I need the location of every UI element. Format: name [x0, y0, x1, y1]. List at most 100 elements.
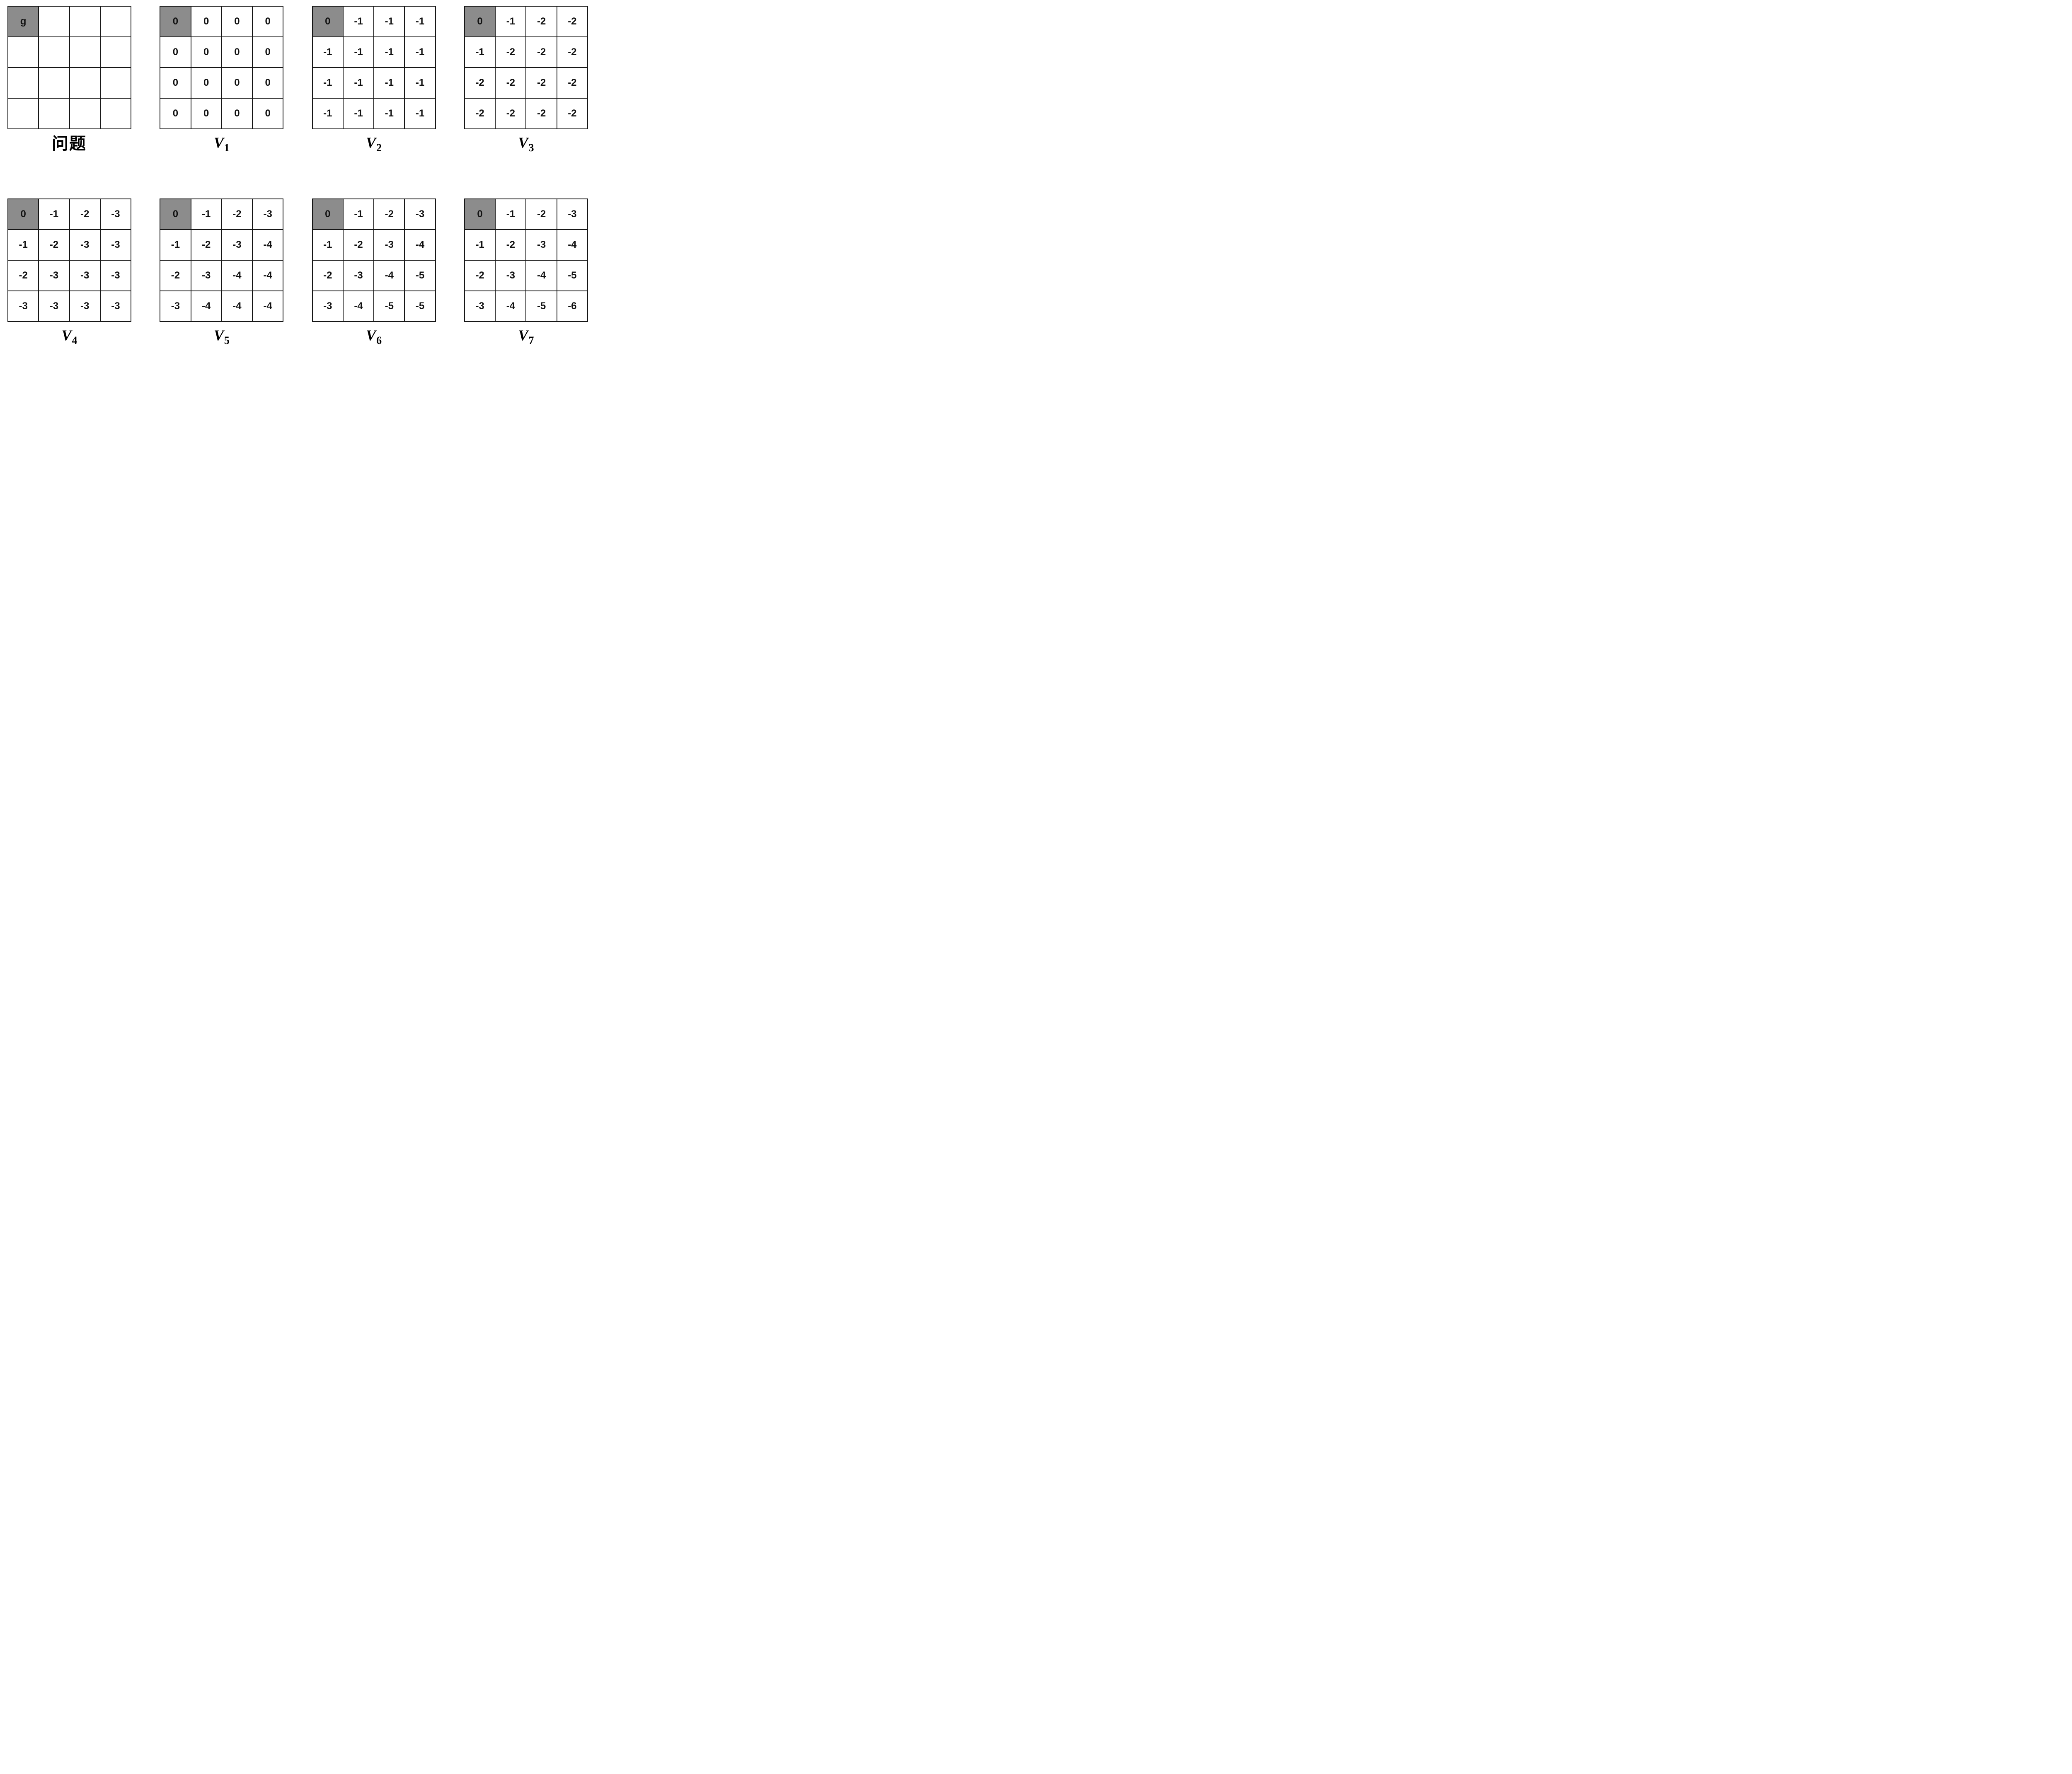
- cell-v6-r2c2: -4: [374, 260, 405, 291]
- cell-v3-r2c3: -2: [557, 68, 588, 98]
- cell-v7-r2c0: -2: [464, 260, 496, 291]
- cell-v5-r2c1: -3: [191, 260, 222, 291]
- cell-v4-r0c0: 0: [8, 199, 39, 230]
- cell-v1-r3c3: 0: [252, 98, 283, 129]
- cell-v2-r1c0: -1: [312, 37, 343, 68]
- panel-label-base-v7: V: [518, 327, 528, 344]
- panel-label-v7: V7: [518, 327, 534, 348]
- panel-label-sub-v2: 2: [376, 142, 382, 154]
- cell-v6-r3c1: -4: [343, 291, 374, 322]
- cell-v1-r3c0: 0: [160, 98, 191, 129]
- panel-label-base-v3: V: [518, 134, 528, 151]
- grid-v4: 0-1-2-3-1-2-3-3-2-3-3-3-3-3-3-3: [7, 198, 131, 322]
- cell-v6-r1c3: -4: [404, 230, 436, 260]
- cell-problem-r0c2: [69, 6, 100, 37]
- cell-v5-r3c3: -4: [252, 291, 283, 322]
- cell-v5-r2c3: -4: [252, 260, 283, 291]
- cell-v6-r3c3: -5: [404, 291, 436, 322]
- cell-v1-r0c2: 0: [221, 6, 253, 37]
- cell-v2-r1c2: -1: [374, 37, 405, 68]
- cell-problem-r3c1: [39, 98, 70, 129]
- cell-v5-r1c1: -2: [191, 230, 222, 260]
- cell-v7-r0c0: 0: [464, 199, 496, 230]
- cell-v4-r1c2: -3: [69, 230, 100, 260]
- cell-v7-r0c2: -2: [526, 199, 557, 230]
- cell-v6-r2c3: -5: [404, 260, 436, 291]
- grid-v7: 0-1-2-3-1-2-3-4-2-3-4-5-3-4-5-6: [464, 198, 588, 322]
- cell-v2-r2c0: -1: [312, 68, 343, 98]
- cell-v7-r0c3: -3: [557, 199, 588, 230]
- panel-label-base-problem: 问题: [52, 134, 87, 153]
- cell-v2-r3c0: -1: [312, 98, 343, 129]
- cell-v7-r3c2: -5: [526, 291, 557, 322]
- cell-v1-r1c0: 0: [160, 37, 191, 68]
- cell-v5-r3c0: -3: [160, 291, 191, 322]
- cell-v3-r0c3: -2: [557, 6, 588, 37]
- cell-problem-r1c3: [100, 37, 131, 68]
- cell-v5-r1c0: -1: [160, 230, 191, 260]
- cell-v2-r2c1: -1: [343, 68, 374, 98]
- cell-v4-r2c2: -3: [69, 260, 100, 291]
- cell-v3-r0c2: -2: [526, 6, 557, 37]
- cell-v1-r0c0: 0: [160, 6, 191, 37]
- panel-label-base-v5: V: [213, 327, 224, 344]
- cell-v7-r3c3: -6: [557, 291, 588, 322]
- cell-v5-r1c3: -4: [252, 230, 283, 260]
- cell-problem-r0c3: [100, 6, 131, 37]
- cell-v7-r2c2: -4: [526, 260, 557, 291]
- cell-v4-r1c3: -3: [100, 230, 131, 260]
- panel-label-sub-v3: 3: [528, 142, 534, 154]
- cell-v4-r0c2: -2: [69, 199, 100, 230]
- cell-v7-r1c3: -4: [557, 230, 588, 260]
- grid-v2: 0-1-1-1-1-1-1-1-1-1-1-1-1-1-1-1: [312, 6, 436, 129]
- cell-problem-r0c1: [39, 6, 70, 37]
- cell-v5-r3c1: -4: [191, 291, 222, 322]
- cell-v3-r3c0: -2: [464, 98, 496, 129]
- cell-problem-r2c1: [39, 68, 70, 98]
- cell-v3-r2c0: -2: [464, 68, 496, 98]
- grid-v5: 0-1-2-3-1-2-3-4-2-3-4-4-3-4-4-4: [160, 198, 284, 322]
- cell-v7-r3c0: -3: [464, 291, 496, 322]
- cell-v7-r1c1: -2: [495, 230, 526, 260]
- cell-v4-r3c3: -3: [100, 291, 131, 322]
- panel-label-v4: V4: [61, 327, 77, 348]
- panel-label-problem: 问题: [52, 135, 87, 155]
- grid-v6: 0-1-2-3-1-2-3-4-2-3-4-5-3-4-5-5: [312, 198, 436, 322]
- cell-v5-r2c0: -2: [160, 260, 191, 291]
- cell-v5-r0c0: 0: [160, 199, 191, 230]
- cell-v1-r1c3: 0: [252, 37, 283, 68]
- cell-v4-r0c1: -1: [39, 199, 70, 230]
- cell-v3-r1c3: -2: [557, 37, 588, 68]
- cell-problem-r3c3: [100, 98, 131, 129]
- cell-v6-r0c1: -1: [343, 199, 374, 230]
- panel-label-base-v4: V: [61, 327, 72, 344]
- cell-v4-r1c1: -2: [39, 230, 70, 260]
- cell-problem-r1c0: [8, 37, 39, 68]
- cell-v5-r0c1: -1: [191, 199, 222, 230]
- cell-v6-r3c2: -5: [374, 291, 405, 322]
- panel-label-sub-v5: 5: [224, 334, 230, 346]
- cell-v4-r2c3: -3: [100, 260, 131, 291]
- cell-v1-r2c1: 0: [191, 68, 222, 98]
- cell-problem-r1c2: [69, 37, 100, 68]
- cell-v3-r3c2: -2: [526, 98, 557, 129]
- cell-v3-r1c1: -2: [495, 37, 526, 68]
- cell-problem-r2c0: [8, 68, 39, 98]
- cell-v6-r2c1: -3: [343, 260, 374, 291]
- cell-v1-r2c0: 0: [160, 68, 191, 98]
- cell-v2-r3c2: -1: [374, 98, 405, 129]
- panel-label-v2: V2: [366, 134, 382, 155]
- cell-v6-r0c2: -2: [374, 199, 405, 230]
- cell-v5-r0c2: -2: [221, 199, 253, 230]
- cell-v2-r2c3: -1: [404, 68, 436, 98]
- cell-problem-r3c2: [69, 98, 100, 129]
